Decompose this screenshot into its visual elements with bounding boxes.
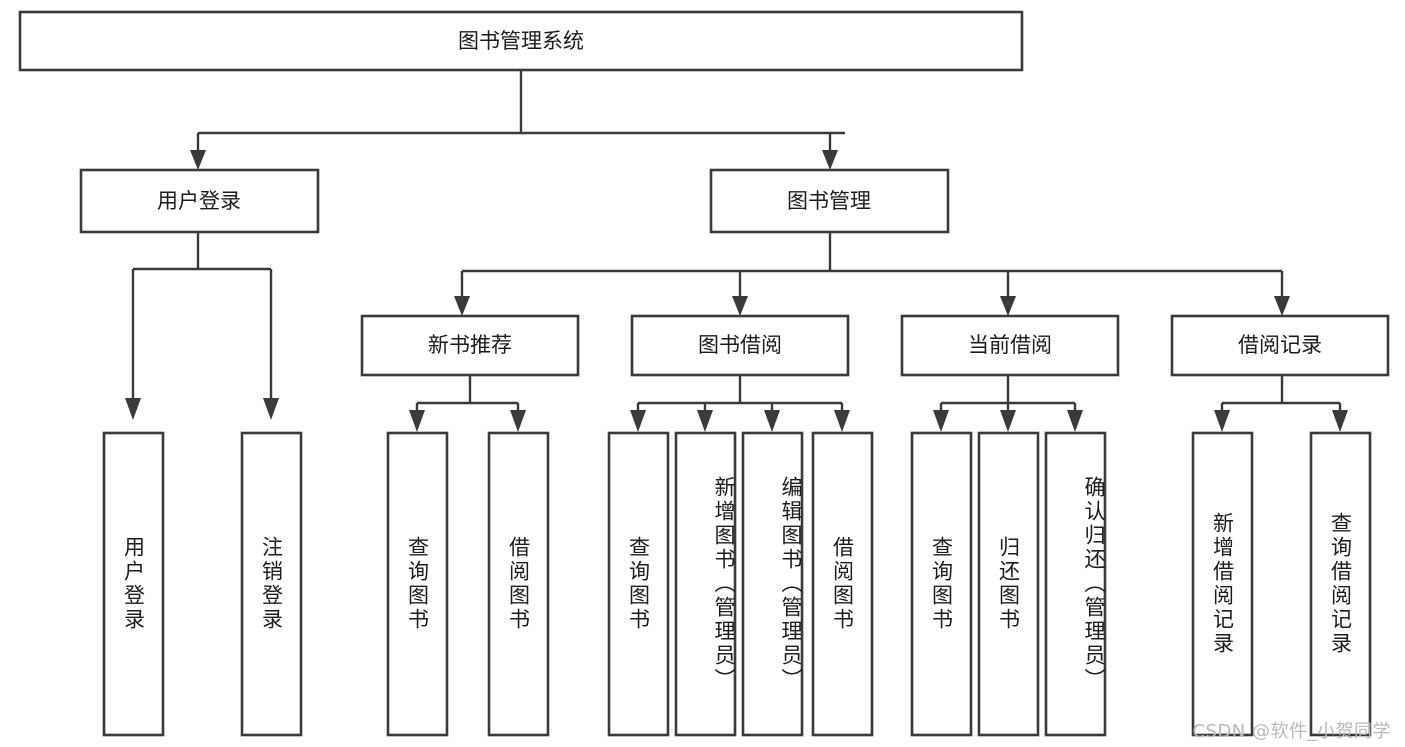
csdn-watermark: CSDN @软件_小贺同学	[1192, 721, 1391, 742]
leaf-box-book-borrow-4[interactable]	[811, 431, 874, 737]
node-borrow-record[interactable]	[1170, 314, 1390, 377]
arrow-newbook-leaf-1	[409, 410, 425, 432]
leaf-box-new-book-2[interactable]	[487, 431, 550, 737]
node-book-management[interactable]	[709, 168, 950, 234]
leaf-box-borrow-record-2[interactable]	[1309, 431, 1372, 737]
arrow-bookmgmt-to-borrow-record	[1274, 296, 1290, 316]
leaf-box-current-borrow-2[interactable]	[977, 431, 1040, 737]
arrow-userlogin-leaf-2	[263, 398, 279, 420]
arrow-borrowrecord-leaf-2	[1332, 410, 1348, 432]
leaf-box-book-borrow-3[interactable]	[741, 431, 804, 737]
leaf-box-user-login-1[interactable]	[102, 431, 165, 737]
leaf-box-book-borrow-1[interactable]	[607, 431, 670, 737]
node-book-borrow[interactable]	[630, 314, 850, 377]
arrow-bookmgmt-to-new-book	[454, 296, 470, 316]
node-user-login-label: 用户登录	[157, 189, 241, 213]
arrow-currentborrow-leaf-1	[933, 410, 949, 432]
node-current-borrow[interactable]	[900, 314, 1120, 377]
node-book-management-label: 图书管理	[787, 189, 871, 213]
node-new-book-recommend[interactable]	[360, 314, 580, 377]
node-root-label: 图书管理系统	[458, 29, 584, 53]
arrow-bookborrow-leaf-4	[834, 410, 850, 432]
arrow-root-to-book-mgmt	[822, 150, 838, 170]
node-new-book-recommend-label: 新书推荐	[428, 333, 512, 357]
leaf-box-borrow-record-1[interactable]	[1191, 431, 1254, 737]
node-user-login[interactable]	[79, 168, 320, 234]
arrow-currentborrow-leaf-2	[1000, 410, 1016, 432]
node-book-borrow-label: 图书借阅	[698, 333, 782, 357]
arrow-bookborrow-leaf-2	[697, 410, 713, 432]
arrow-bookborrow-leaf-3	[764, 410, 780, 432]
leaf-box-current-borrow-1[interactable]	[910, 431, 973, 737]
arrow-currentborrow-leaf-3	[1067, 410, 1083, 432]
node-current-borrow-label: 当前借阅	[968, 333, 1052, 357]
arrow-root-to-user-login	[190, 150, 206, 170]
leaf-box-new-book-1[interactable]	[386, 431, 449, 737]
arrow-bookmgmt-to-current-borrow	[1000, 296, 1016, 316]
arrow-newbook-leaf-2	[510, 410, 526, 432]
arrow-bookmgmt-to-book-borrow	[732, 296, 748, 316]
node-root[interactable]	[18, 10, 1024, 72]
node-borrow-record-label: 借阅记录	[1238, 333, 1322, 357]
leaf-box-user-login-2[interactable]	[240, 431, 303, 737]
arrow-bookborrow-leaf-1	[630, 410, 646, 432]
arrow-borrowrecord-leaf-1	[1214, 410, 1230, 432]
leaf-box-current-borrow-3[interactable]	[1044, 431, 1107, 737]
leaf-box-book-borrow-2[interactable]	[674, 431, 737, 737]
arrow-userlogin-leaf-1	[125, 398, 141, 420]
